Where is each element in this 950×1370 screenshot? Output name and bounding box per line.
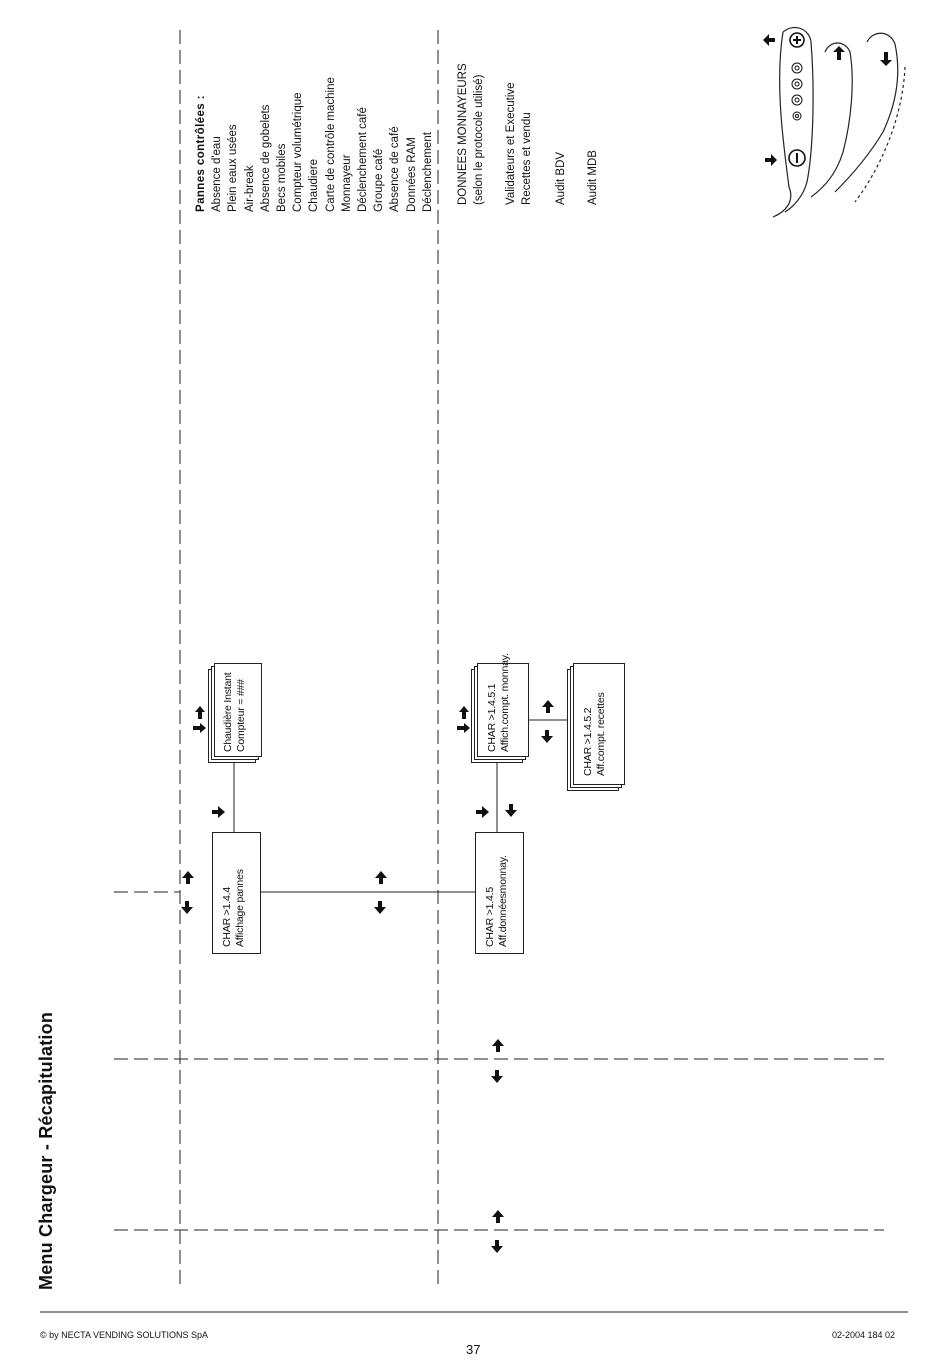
menu-box-1-4-5[interactable]: CHAR >1.4.5 Aff.donnéesmonnay. [475, 832, 524, 954]
menu-box-chaudiere[interactable]: Chaudière Instant Compteur = ### [208, 663, 262, 763]
arrow-enter-icon [193, 706, 470, 733]
menu-box-1-4-5-1[interactable]: CHAR >1.4.5.1 Affich.compt. monnay. [471, 653, 529, 763]
footer-copyright: © by NECTA VENDING SOLUTIONS SpA [40, 1330, 209, 1340]
arrow-up-icon [182, 700, 554, 1223]
plus-key-icon [789, 32, 805, 48]
footer-code: 02-2004 184 02 [832, 1330, 896, 1340]
menu-box-1-4-5-2[interactable]: CHAR >1.4.5.2 Aff.compt. recettes [567, 663, 625, 791]
keypad-hand-icon [763, 27, 906, 218]
page-number: 37 [466, 1342, 481, 1357]
menu-box-1-4-4[interactable]: CHAR >1.4.4 Affichage pannes [212, 832, 261, 954]
arrow-down-icon [181, 730, 553, 1253]
minus-key-icon [788, 149, 806, 167]
arrow-left-icon [212, 806, 489, 818]
